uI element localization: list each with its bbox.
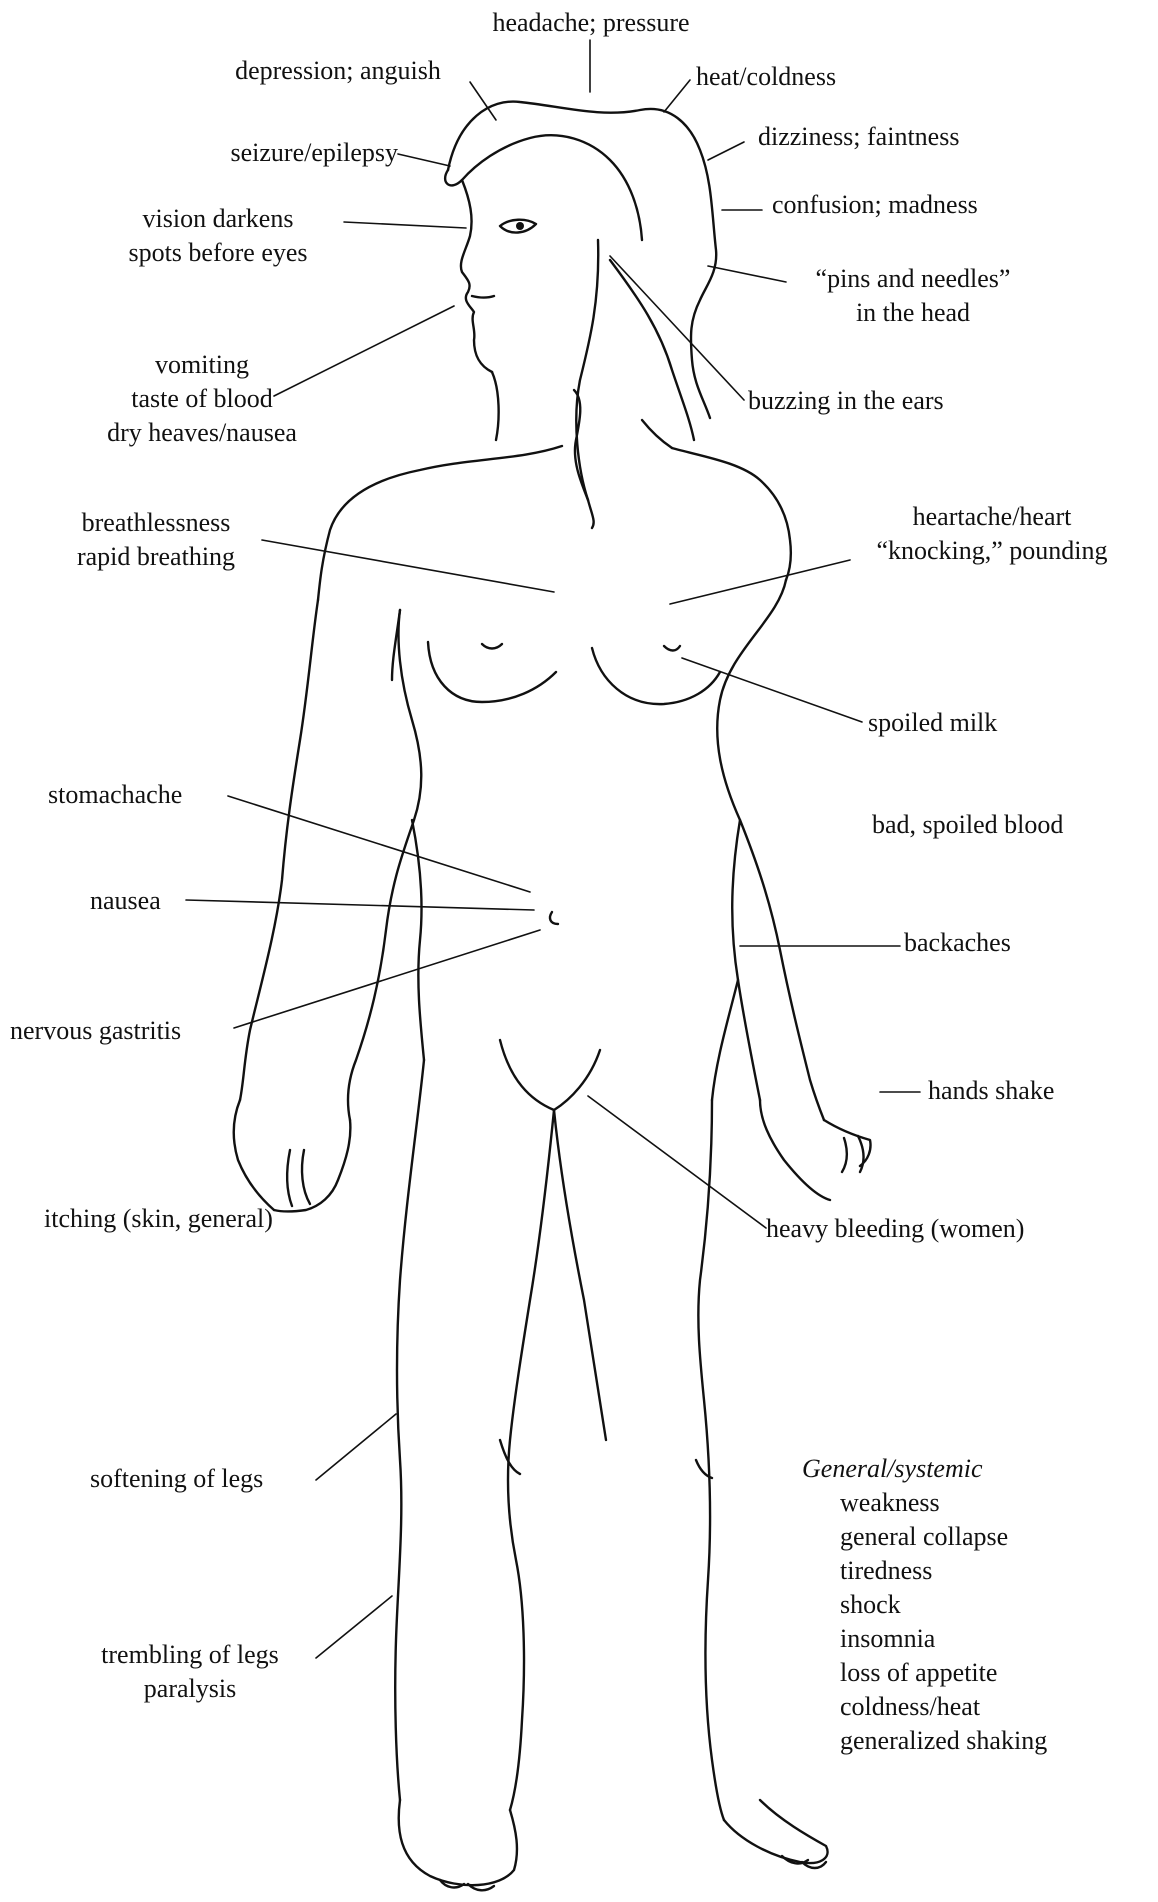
label-depression: depression; anguish [206, 54, 470, 88]
label-heavy-bleeding: heavy bleeding (women) [766, 1212, 1024, 1246]
list-item: general collapse [840, 1520, 1047, 1554]
label-nausea: nausea [90, 884, 161, 918]
list-item: insomnia [840, 1622, 1047, 1656]
label-headache: headache; pressure [480, 6, 702, 40]
label-breath-line1: breathlessness [44, 506, 268, 540]
label-softening: softening of legs [90, 1462, 263, 1496]
list-item: shock [840, 1588, 1047, 1622]
label-stomachache: stomachache [48, 778, 182, 812]
list-item: loss of appetite [840, 1656, 1047, 1690]
human-figure-outline [234, 102, 871, 1891]
label-hands-shake: hands shake [928, 1074, 1054, 1108]
label-pins-line2: in the head [782, 296, 1044, 330]
list-item: coldness/heat [840, 1690, 1047, 1724]
label-spoiled-milk: spoiled milk [868, 706, 997, 740]
label-bad-blood: bad, spoiled blood [872, 808, 1063, 842]
label-backaches: backaches [904, 926, 1011, 960]
label-vomiting-line1: vomiting [80, 348, 324, 382]
label-vision-line2: spots before eyes [100, 236, 336, 270]
label-heart-line2: “knocking,” pounding [846, 534, 1138, 568]
list-item: tiredness [840, 1554, 1047, 1588]
label-seizure: seizure/epilepsy [148, 136, 398, 170]
general-systemic-block: General/systemic weakness general collap… [802, 1452, 1047, 1758]
label-itching: itching (skin, general) [44, 1202, 273, 1236]
general-systemic-title: General/systemic [802, 1452, 1047, 1486]
label-heat-coldness: heat/coldness [696, 60, 836, 94]
label-buzzing: buzzing in the ears [748, 384, 944, 418]
label-confusion: confusion; madness [772, 188, 978, 222]
label-vomiting-line3: dry heaves/nausea [80, 416, 324, 450]
list-item: generalized shaking [840, 1724, 1047, 1758]
label-vomiting-line2: taste of blood [80, 382, 324, 416]
label-gastritis: nervous gastritis [10, 1014, 181, 1048]
label-breath-line2: rapid breathing [44, 540, 268, 574]
label-pins-line1: “pins and needles” [782, 262, 1044, 296]
label-trembling-line2: paralysis [70, 1672, 310, 1706]
label-heart-line1: heartache/heart [846, 500, 1138, 534]
label-vision-line1: vision darkens [100, 202, 336, 236]
label-trembling-line1: trembling of legs [70, 1638, 310, 1672]
label-dizziness: dizziness; faintness [758, 120, 959, 154]
general-systemic-list: weakness general collapse tiredness shoc… [802, 1486, 1047, 1758]
list-item: weakness [840, 1486, 1047, 1520]
